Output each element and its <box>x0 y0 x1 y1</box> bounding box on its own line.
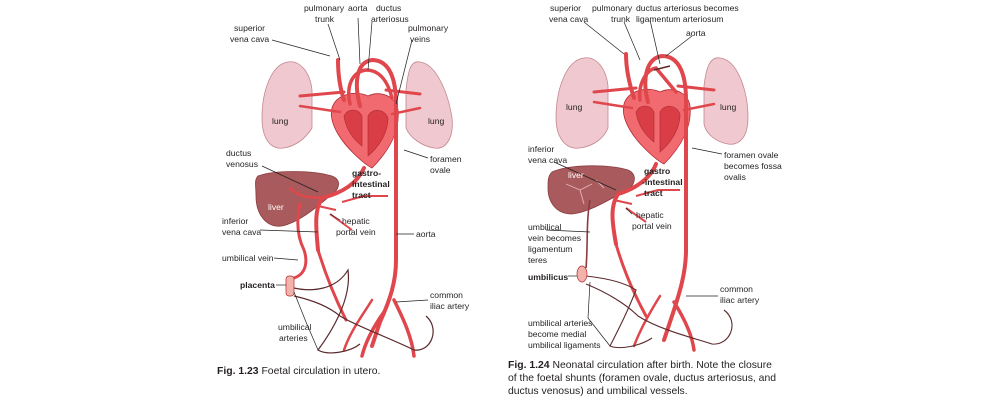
fig24-label-svc-2: vena cava <box>549 14 588 24</box>
fig23-label-aorta-lower: aorta <box>416 229 436 239</box>
fig23-label-hepatic-portal-1: hepatic <box>342 216 370 226</box>
fig24-label-lung-left: lung <box>566 102 582 112</box>
fig24-label-umb-art-lig-1: umbilical arteries <box>528 318 592 328</box>
fig23-label-pulmonary-veins-1: pulmonary <box>408 23 449 33</box>
fig24-caption-line-3: ductus venosus) and umbilical vessels. <box>508 386 688 397</box>
fig24-caption-line-1: Fig. 1.24 Neonatal circulation after bir… <box>508 360 772 371</box>
fig23-label-common-iliac-1: common <box>430 290 463 300</box>
fig23-label-gi-3: tract <box>352 190 371 200</box>
fig-1-23: pulmonary trunk aorta ductus arteriosus … <box>217 3 470 377</box>
fig23-gut-vessels <box>317 195 388 231</box>
fig23-label-ductus-arteriosus-1: ductus <box>376 3 401 13</box>
fig23-label-foramen-ovale-2: ovale <box>430 165 451 175</box>
fig24-ligamentum-arteriosum <box>653 65 671 71</box>
fig24-label-gi-1: gastro <box>644 166 670 176</box>
fig23-label-liver: liver <box>268 202 284 212</box>
fig24-label-umb-vein-lig-3: ligamentum <box>528 244 572 254</box>
fig23-label-umbilical-vein: umbilical vein <box>222 253 274 263</box>
fig23-label-lung-right: lung <box>428 116 444 126</box>
fig23-umbilical-arteries <box>293 268 434 354</box>
fig23-label-ductus-venosus-1: ductus <box>226 148 251 158</box>
fig-1-24: superior vena cava pulmonary trunk ductu… <box>508 3 782 397</box>
fig24-label-hepatic-portal-1: hepatic <box>636 210 664 220</box>
fig24-vessels <box>592 52 716 352</box>
fig23-label-gi-1: gastro- <box>352 168 381 178</box>
fig24-label-umb-vein-lig-1: umbilical <box>528 222 562 232</box>
fig24-heart <box>622 88 691 165</box>
fig24-leaders <box>545 19 723 347</box>
fig23-label-umbilical-arteries-1: umbilical <box>278 322 312 332</box>
fig24-label-pulmonary-trunk-1: pulmonary <box>592 3 633 13</box>
fig24-label-ivc-2: vena cava <box>528 155 567 165</box>
fig23-label-umbilical-arteries-2: arteries <box>279 333 308 343</box>
fig24-label-gi-2: -intestinal <box>642 177 683 187</box>
fig24-label-aorta: aorta <box>686 28 706 38</box>
fig24-liver <box>547 165 635 215</box>
fig24-heart-chamber-right <box>659 105 681 153</box>
fig24-heart-chamber-left <box>635 105 655 143</box>
fig23-lung-right <box>405 61 453 149</box>
fig24-ligamentum-teres <box>585 199 591 269</box>
fig23-label-lung-left: lung <box>272 116 288 126</box>
fig23-label-foramen-ovale-1: foramen <box>430 154 462 164</box>
fig23-liver <box>255 171 339 227</box>
fig23-label-ductus-venosus-2: venosus <box>226 159 258 169</box>
fig23-label-superior-vena-cava-2: vena cava <box>230 34 269 44</box>
fig24-label-common-iliac-1: common <box>720 284 753 294</box>
fig23-label-pulmonary-trunk-1: pulmonary <box>304 3 345 13</box>
fig23-label-ductus-arteriosus-2: arteriosus <box>371 14 409 24</box>
fig24-label-umb-art-lig-3: umbilical ligaments <box>528 340 601 350</box>
fig24-label-ivc-1: inferior <box>528 144 554 154</box>
fig24-label-pulmonary-trunk-2: trunk <box>611 14 631 24</box>
fig23-lung-left <box>261 61 313 149</box>
fig23-label-gi-2: intestinal <box>352 179 390 189</box>
fig24-label-ductus-ligamentum-1: ductus arteriosus becomes <box>636 3 739 13</box>
fig24-label-umb-vein-lig-2: vein becomes <box>528 233 581 243</box>
fig24-label-umbilicus: umbilicus <box>528 272 568 282</box>
fig23-leaders <box>259 17 429 351</box>
fig24-caption-line-2: of the foetal shunts (foramen ovale, duc… <box>508 373 776 384</box>
fig23-label-common-iliac-2: iliac artery <box>430 301 470 311</box>
fig24-label-foramen-fossa-2: becomes fossa <box>724 161 782 171</box>
fig23-heart <box>330 92 399 169</box>
fig24-label-gi-3: tract <box>644 188 663 198</box>
fig24-umbilicus <box>576 265 588 283</box>
fig23-caption: Fig. 1.23 Foetal circulation in utero. <box>217 366 380 377</box>
fig23-label-superior-vena-cava-1: superior <box>234 23 265 33</box>
fig23-label-inferior-vena-cava-1: inferior <box>222 216 248 226</box>
fig23-label-hepatic-portal-2: portal vein <box>336 227 376 237</box>
fig23-label-pulmonary-trunk-2: trunk <box>315 14 335 24</box>
fig24-label-common-iliac-2: iliac artery <box>720 295 760 305</box>
fig24-label-svc-1: superior <box>550 3 581 13</box>
fig23-label-aorta: aorta <box>348 3 368 13</box>
fig24-label-umb-vein-lig-4: teres <box>528 255 547 265</box>
fig23-heart-chamber-left <box>343 109 363 147</box>
fig24-lung-right <box>703 57 749 145</box>
fig24-gut-vessels <box>613 189 680 223</box>
fig24-label-ductus-ligamentum-2: ligamentum arteriosum <box>636 14 723 24</box>
fig23-heart-chamber-right <box>367 109 389 157</box>
fig24-label-hepatic-portal-2: portal vein <box>632 221 672 231</box>
fig24-lung-left <box>555 57 609 149</box>
fig24-label-umb-art-lig-2: become medial <box>528 329 586 339</box>
fig24-label-liver: liver <box>568 170 584 180</box>
fig24-umbilical-ligaments <box>585 275 733 349</box>
fig23-label-pulmonary-veins-2: veins <box>410 34 430 44</box>
fig24-label-foramen-fossa-1: foramen ovale <box>724 150 779 160</box>
fig23-label-inferior-vena-cava-2: vena cava <box>222 227 261 237</box>
fig24-label-lung-right: lung <box>720 102 736 112</box>
fig23-label-placenta: placenta <box>240 280 275 290</box>
fig23-vessels <box>288 57 422 358</box>
fig23-placenta <box>285 275 295 297</box>
fig24-label-foramen-fossa-3: ovalis <box>724 172 746 182</box>
